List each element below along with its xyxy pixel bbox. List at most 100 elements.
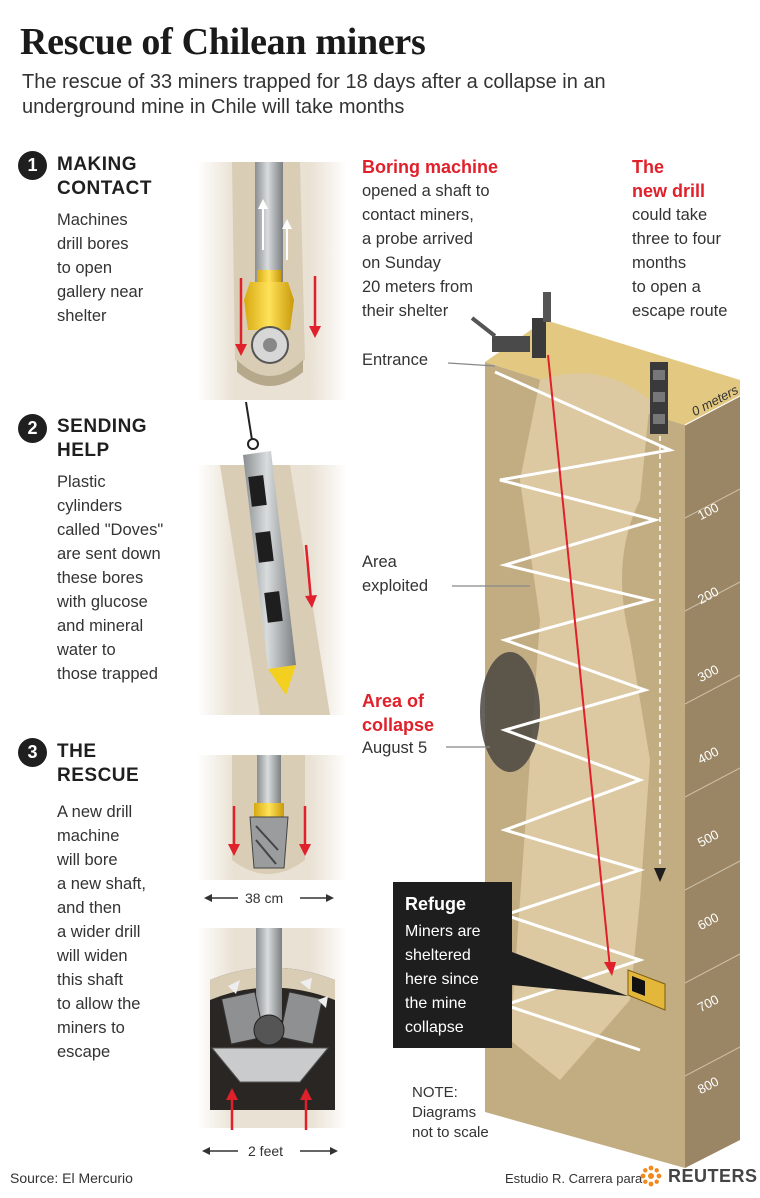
cable	[245, 401, 253, 441]
note-line: Diagrams	[412, 1104, 477, 1121]
desc-line: those trapped	[57, 665, 158, 683]
dimension-38cm: 38 cm	[245, 890, 284, 906]
new-drill-description: could take three to four months to open …	[632, 203, 727, 323]
desc-line: Miners are	[405, 923, 481, 940]
rock-debris	[228, 980, 240, 994]
down-arrow-right-head	[309, 326, 321, 338]
area-of-collapse-label: Area of collapse	[362, 689, 434, 737]
collapse-title-line: collapse	[362, 715, 435, 735]
studio-credit: Estudio R. Carrera para	[505, 1171, 643, 1186]
step-2-description: Plastic cylinders called "Doves" are sen…	[57, 470, 163, 686]
desc-line: will bore	[57, 851, 118, 869]
step-2-title-line: HELP	[57, 440, 110, 461]
page-subtitle: The rescue of 33 miners trapped for 18 d…	[22, 71, 606, 118]
mine-tunnel-path	[494, 370, 676, 1052]
drill-head	[244, 282, 294, 330]
down-arrow-head	[305, 595, 317, 608]
desc-line: a wider drill	[57, 923, 141, 941]
refuge-description: Miners are sheltered here since the mine…	[405, 920, 481, 1040]
area-exploited-shape	[510, 373, 650, 1080]
desc-line: with glucose	[57, 593, 148, 611]
dimension-2ft: 2 feet	[248, 1143, 284, 1159]
desc-line: collapse	[405, 1019, 464, 1036]
step-1-title-line: CONTACT	[57, 178, 152, 199]
source-credit: Source: El Mercurio	[10, 1170, 133, 1186]
depth-tick	[684, 953, 741, 984]
new-drill-rig-icon	[650, 362, 668, 434]
depth-tick	[684, 674, 741, 705]
desc-line: a new shaft,	[57, 875, 146, 893]
desc-line: Machines	[57, 211, 128, 229]
step-3-number: 3	[18, 738, 47, 767]
desc-line: to allow the	[57, 995, 141, 1013]
desc-line: drill bores	[57, 235, 129, 253]
rig-detail	[653, 414, 665, 424]
step-1-title-line: MAKING	[57, 154, 138, 175]
surface-top	[485, 320, 740, 425]
desc-line: and mineral	[57, 617, 144, 635]
boring-machine-top	[543, 292, 551, 322]
mine-cross-section	[446, 292, 741, 1168]
desc-line: here since	[405, 971, 479, 988]
desc-line: months	[632, 254, 687, 272]
entrance-label: Entrance	[362, 351, 429, 369]
reuters-logo-icon	[640, 1165, 662, 1187]
depth-tick	[684, 767, 741, 798]
up-arrow-left-head	[226, 1088, 238, 1100]
step-2-title-line: SENDING	[57, 416, 148, 437]
desc-line: their shelter	[362, 302, 449, 320]
drill-pipe	[256, 928, 282, 1020]
desc-line: these bores	[57, 569, 144, 587]
capsule-window	[248, 475, 267, 507]
new-drill-title-line: The	[632, 157, 665, 177]
desc-line: on Sunday	[362, 254, 441, 272]
label-line: exploited	[362, 577, 429, 595]
probe-shaft-line	[547, 354, 611, 969]
depth-tick	[684, 581, 741, 612]
collapse-zone	[480, 652, 540, 772]
capsule-window	[255, 531, 274, 563]
desc-line: shelter	[57, 307, 107, 325]
page-title: Rescue of Chilean miners	[20, 21, 426, 63]
boring-machine-arm	[470, 316, 497, 338]
boring-machine-label: Boring machine	[362, 157, 499, 177]
bore-bottom	[237, 360, 303, 386]
new-drill-label: The new drill	[632, 155, 705, 203]
drill-collar	[254, 803, 284, 817]
desc-line: machine	[57, 827, 120, 845]
boring-machine-mast	[532, 318, 546, 358]
panel-rescue-small	[197, 755, 347, 902]
drill-pipe	[255, 162, 283, 282]
depth-tick	[684, 1046, 741, 1077]
collapse-date: August 5	[362, 739, 428, 757]
probe-shaft-arrowhead	[604, 962, 616, 976]
desc-line: escape	[57, 1043, 111, 1061]
new-shaft-arrowhead	[654, 868, 666, 882]
cable-hook	[247, 438, 259, 450]
desc-line: could take	[632, 206, 708, 224]
depth-ticks	[684, 395, 741, 1077]
drill-tooth	[255, 825, 279, 851]
dove-capsule-tip	[268, 665, 296, 695]
dimension-arrow-left	[202, 1147, 210, 1155]
depth-tick	[684, 860, 741, 891]
refuge-title: Refuge	[405, 894, 467, 914]
note-line: NOTE:	[412, 1084, 458, 1101]
drill-collar	[257, 270, 281, 284]
step-1-number: 1	[18, 151, 47, 180]
dimension-arrow-right	[326, 894, 334, 902]
drill-pipe	[257, 755, 281, 805]
desc-line: three to four	[632, 230, 721, 248]
up-arrow-right-head	[282, 219, 292, 229]
reamer-hub	[253, 1014, 285, 1046]
rig-detail	[653, 370, 665, 380]
desc-line: to open a	[632, 278, 701, 296]
leader-entrance	[447, 362, 496, 367]
desc-line: called "Doves"	[57, 521, 164, 539]
desc-line: A new drill	[57, 803, 133, 821]
boring-machine-description: opened a shaft to contact miners, a prob…	[362, 179, 490, 323]
reuters-brand: REUTERS	[668, 1166, 758, 1186]
desc-line: and then	[57, 899, 122, 917]
